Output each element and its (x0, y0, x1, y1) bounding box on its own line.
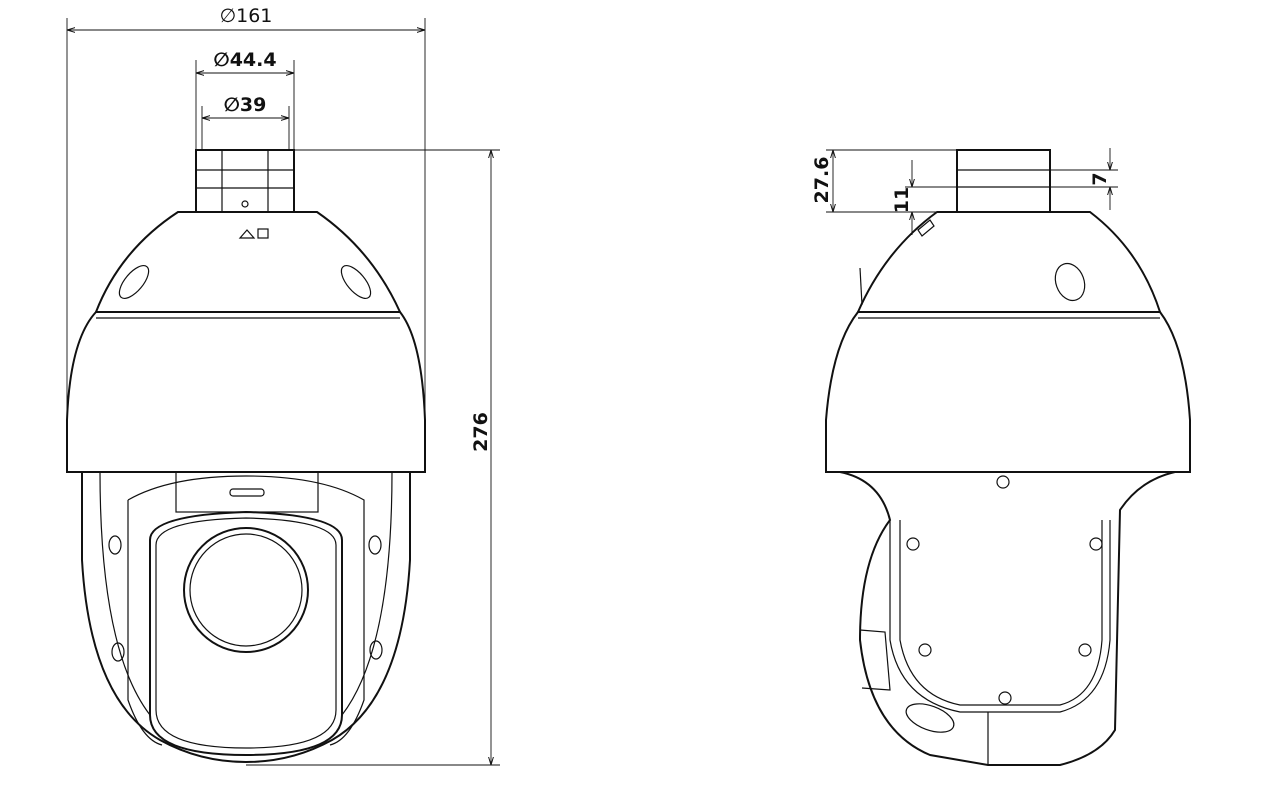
front-mount-pipe (195, 149, 295, 213)
dim-mount-ring: 7 (1089, 172, 1111, 185)
side-mount-pipe (956, 149, 1051, 213)
lens (183, 527, 309, 653)
front-dome-top (94, 211, 402, 313)
lock-icon (257, 228, 269, 239)
side-dome-top (856, 211, 1162, 313)
dim-mount-outer-diameter: ∅44.4 (213, 49, 276, 71)
front-lower-body (81, 471, 411, 764)
dim-mount-height: 27.6 (811, 157, 833, 204)
dim-outer-diameter: ∅161 (220, 5, 273, 27)
front-dimensions: ∅161 ∅44.4 ∅39 276 (66, 5, 500, 766)
screws (906, 475, 1103, 705)
side-housing (825, 311, 1191, 473)
side-dimensions: 27.6 11 7 (811, 148, 1118, 235)
dim-mount-inner-diameter: ∅39 (224, 94, 267, 116)
side-view (825, 149, 1191, 766)
front-view (66, 149, 426, 764)
warning-icon (238, 229, 256, 239)
front-housing (66, 311, 426, 473)
dim-mount-lower: 11 (891, 187, 913, 213)
dim-height: 276 (470, 412, 492, 452)
